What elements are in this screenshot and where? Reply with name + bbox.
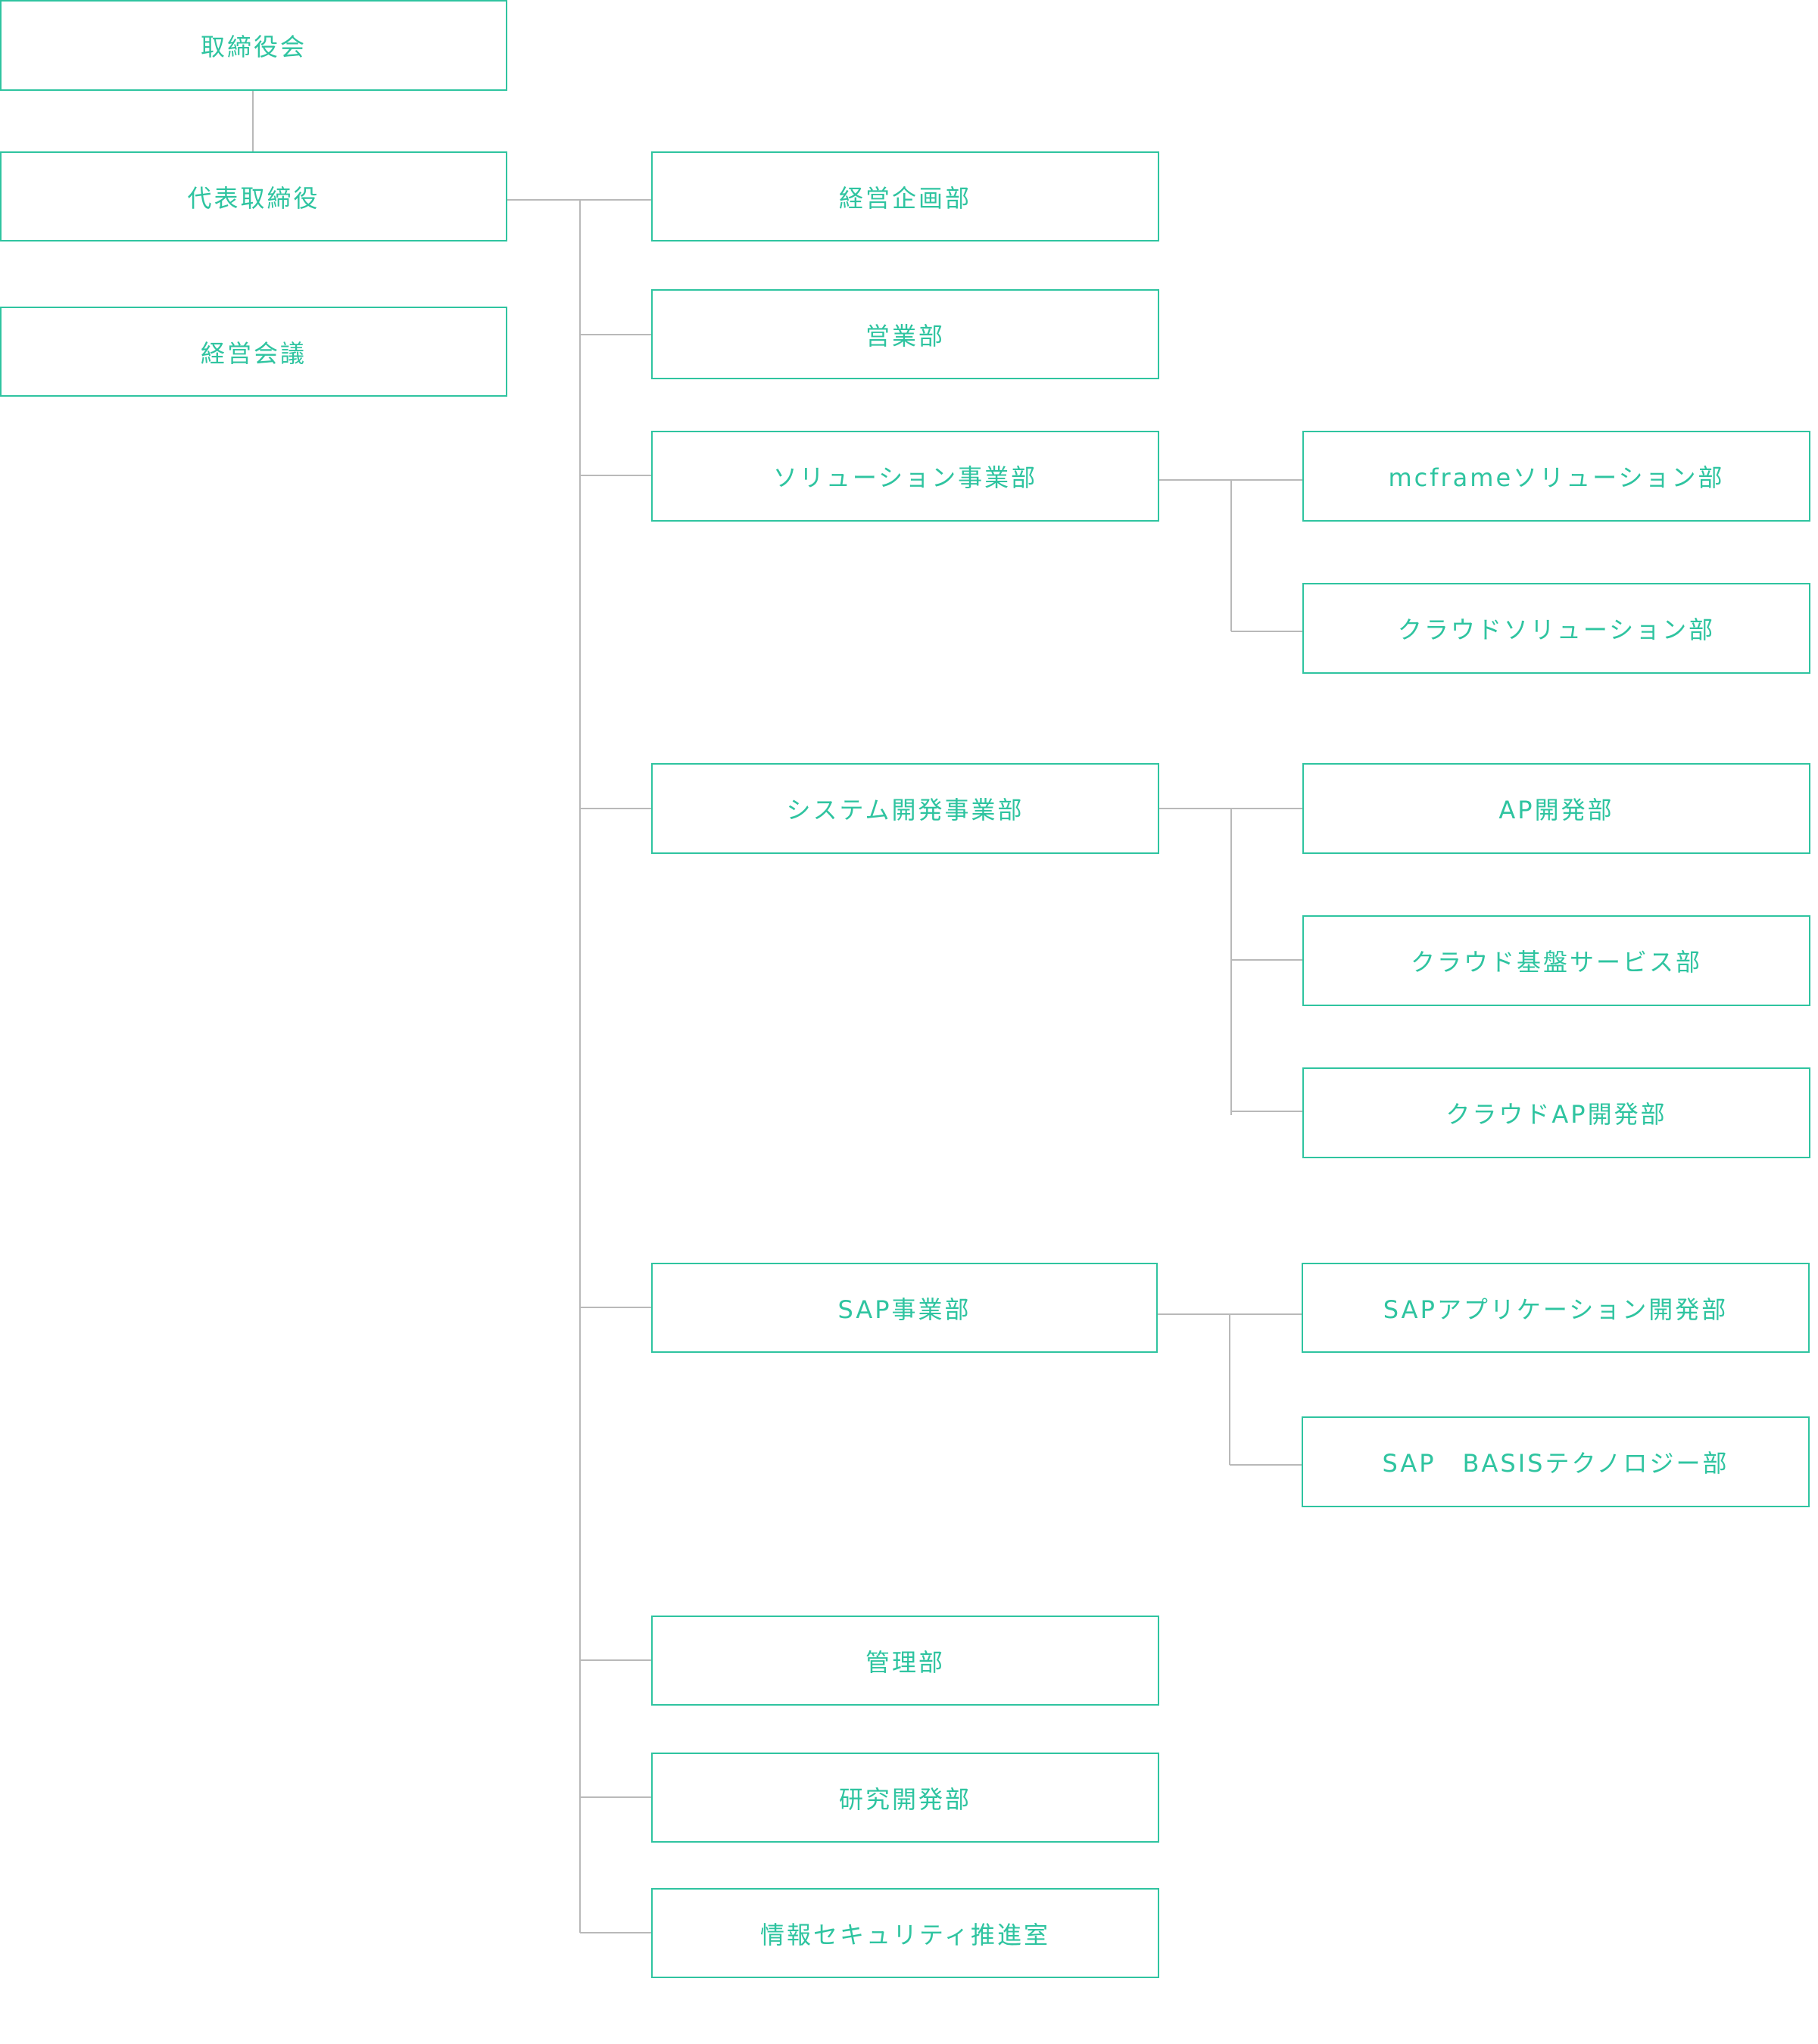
sales-box: 営業部 (651, 289, 1159, 379)
infosec-office-box: 情報セキュリティ推進室 (651, 1888, 1159, 1978)
sap-basis-tech-box: SAP BASISテクノロジー部 (1302, 1416, 1810, 1507)
cloud-solutions-box: クラウドソリューション部 (1302, 583, 1810, 674)
sap-app-dev-box: SAPアプリケーション開発部 (1302, 1263, 1810, 1353)
corporate-planning-box: 経営企画部 (651, 151, 1159, 241)
mcframe-solutions-box: mcframeソリューション部 (1302, 431, 1810, 522)
sap-division-box: SAP事業部 (651, 1263, 1158, 1353)
rnd-box: 研究開発部 (651, 1753, 1159, 1843)
board-box: 取締役会 (0, 0, 507, 91)
administration-box: 管理部 (651, 1616, 1159, 1706)
management-meeting-box: 経営会議 (0, 307, 507, 397)
cloud-infra-services-box: クラウド基盤サービス部 (1302, 915, 1810, 1006)
solutions-division-box: ソリューション事業部 (651, 431, 1159, 522)
cloud-ap-dev-box: クラウドAP開発部 (1302, 1067, 1810, 1158)
president-box: 代表取締役 (0, 151, 507, 241)
system-dev-division-box: システム開発事業部 (651, 763, 1159, 854)
ap-dev-box: AP開発部 (1302, 763, 1810, 854)
